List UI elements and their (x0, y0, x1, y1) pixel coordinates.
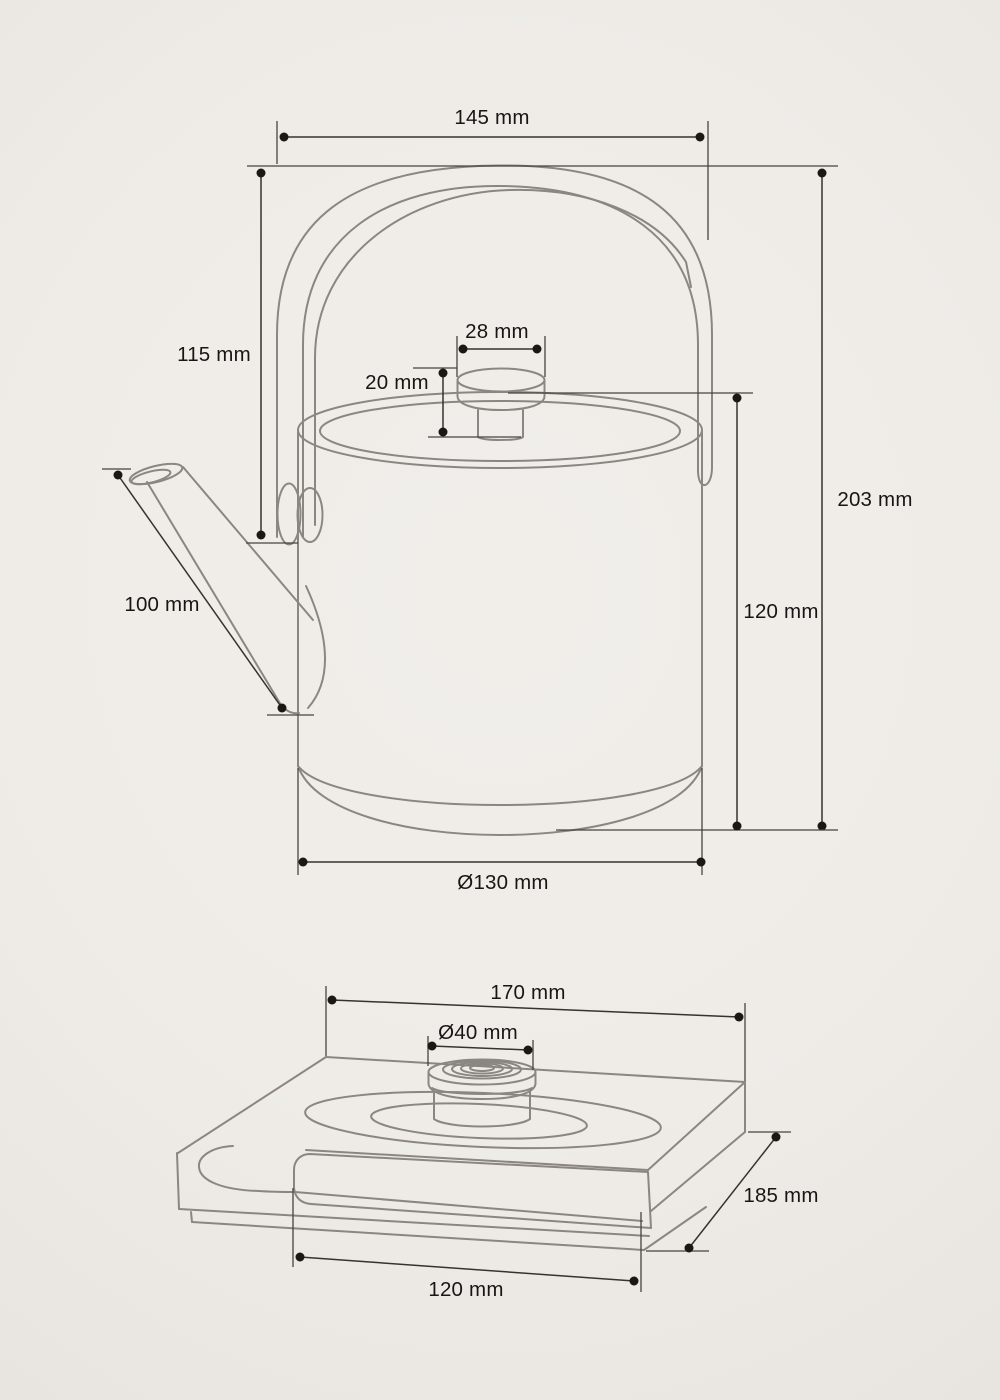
label-base-depth: 185 mm (743, 1184, 818, 1207)
dim-spout-length (102, 468, 314, 716)
dim-knob-height (413, 367, 521, 438)
kettle-spout-body-joint (305, 585, 326, 709)
base-connector-cap-side (427, 1071, 537, 1100)
base-connector-cylinder (433, 1090, 531, 1128)
label-knob-height: 20 mm (365, 371, 429, 394)
kettle-bottom-band (297, 765, 703, 806)
kettle-knob-stem (477, 409, 524, 441)
dim-connector-diameter (427, 1036, 534, 1070)
kettle-dimensions: 145 mm 115 mm 28 mm 20 mm 203 mm 120 mm … (102, 106, 912, 894)
base-left-corner-edge (176, 1152, 180, 1210)
base-plinth-bottom-right (643, 1206, 707, 1251)
label-body-height: 120 mm (743, 600, 818, 623)
label-base-diameter: Ø130 mm (457, 871, 548, 894)
kettle-knob-cap-side (456, 379, 546, 411)
base-top-circle-outer (304, 1090, 662, 1150)
base-top-edge-back-left (177, 1056, 327, 1154)
base-slab-bottom-right (650, 1131, 746, 1212)
base-plinth-step-left (190, 1211, 193, 1223)
label-front-recess-width: 120 mm (428, 1278, 503, 1301)
base-connector-ring-2 (451, 1061, 513, 1077)
kettle-handle-outer (276, 164, 713, 538)
dim-base-diameter (297, 768, 706, 875)
kettle-bottom-outer (297, 765, 703, 836)
kettle-rim-outer (297, 391, 703, 469)
base-connector-ring-1 (442, 1059, 522, 1080)
kettle-knob-cap-top (456, 367, 546, 393)
dim-handle-height (246, 168, 298, 544)
base-top-edge-front-left (305, 1149, 649, 1171)
dim-base-width (325, 986, 746, 1081)
label-handle-height: 115 mm (177, 343, 251, 366)
base-connector-ring-4 (469, 1064, 495, 1072)
label-base-width: 170 mm (490, 981, 565, 1004)
base-cord-panel (293, 1153, 652, 1229)
label-handle-width: 145 mm (454, 106, 529, 129)
base-plinth-bottom (191, 1221, 645, 1251)
base-drawing (176, 1056, 746, 1251)
base-top-edge-front-right (647, 1081, 746, 1171)
base-top-circle-inner (370, 1102, 588, 1140)
base-connector (427, 1058, 537, 1128)
dim-front-recess-width (292, 1188, 642, 1292)
dim-overall-height (817, 168, 827, 831)
base-connector-cap-rim (431, 1087, 533, 1095)
base-front-scoop (197, 1145, 643, 1222)
label-knob-diameter: 28 mm (465, 320, 529, 343)
kettle-handle-ring-left-outer (276, 482, 302, 546)
label-spout-length: 100 mm (124, 593, 199, 616)
kettle-rim-inner (319, 400, 681, 462)
dim-handle-width (276, 121, 709, 240)
label-connector-diameter: Ø40 mm (438, 1021, 518, 1044)
dim-knob-diameter (456, 336, 546, 377)
dim-base-depth (646, 1131, 791, 1253)
kettle-spout-tip-inner (130, 468, 172, 486)
dim-body-height (508, 392, 838, 831)
label-overall-height: 203 mm (837, 488, 912, 511)
base-dimensions: 170 mm Ø40 mm 185 mm 120 mm (292, 981, 818, 1301)
base-slab-bottom-left (178, 1208, 650, 1237)
kettle-drawing (128, 164, 713, 836)
base-connector-ring-3 (460, 1062, 504, 1075)
kettle-handle-strap-edge (314, 188, 692, 526)
